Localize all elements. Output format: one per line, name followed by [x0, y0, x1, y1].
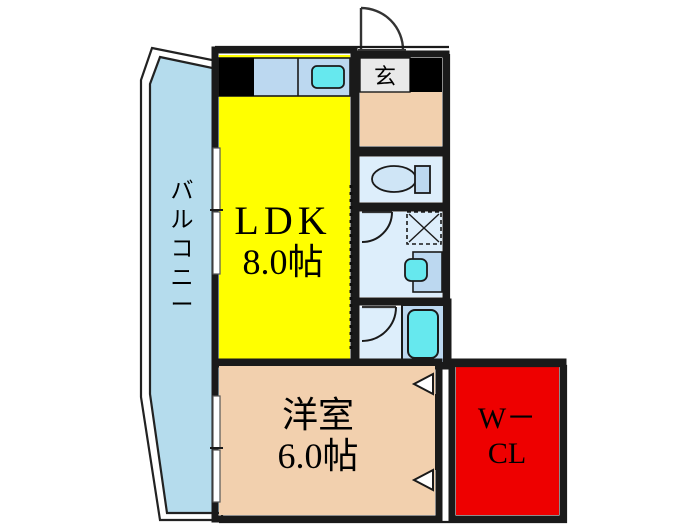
- entrance-label: 玄: [374, 64, 396, 89]
- ldk-window-lower: [212, 211, 221, 275]
- washroom-door-swing-arc: [361, 211, 393, 243]
- washing-machine-outline: [406, 211, 442, 245]
- ldk-floor: [219, 55, 350, 360]
- bedroom-floor: [219, 366, 435, 515]
- entrance-door-swing-arc: [360, 6, 405, 51]
- entrance-group: 玄: [352, 6, 450, 154]
- walk-in-closet-group: W－ CL: [448, 358, 567, 523]
- bathroom-door-swing-arc: [361, 306, 397, 342]
- ldk-window-upper: [212, 147, 221, 211]
- bathroom-group: [352, 298, 452, 370]
- outer-trim-right: [219, 54, 568, 524]
- kitchen-stove: [219, 58, 254, 96]
- closet-door-fold-upper: [411, 372, 434, 396]
- vanity-basin: [404, 258, 428, 282]
- ldk-label-line1: LDK: [234, 198, 331, 243]
- outer-structure: [215, 45, 568, 524]
- bedroom-window-upper: [212, 395, 221, 449]
- ldk-label-line2: 8.0帖: [242, 242, 323, 282]
- bedroom-window-lower: [212, 449, 221, 503]
- balcony-char-5: ー: [171, 292, 194, 317]
- bathtub: [407, 309, 439, 359]
- bedroom-label-line1: 洋室: [282, 395, 354, 435]
- closet-door-fold-lower: [411, 468, 434, 492]
- toilet-tank: [414, 165, 431, 194]
- balcony-group: バ ル コ ニ ー: [139, 46, 224, 522]
- balcony-char-3: コ: [171, 236, 194, 261]
- balcony-label: バ ル コ ニ ー: [171, 178, 194, 317]
- closet-label-line2: CL: [488, 437, 526, 470]
- toilet-group: [352, 149, 450, 210]
- entrance-shoe-box: [410, 58, 442, 92]
- walk-in-closet-floor: [456, 366, 559, 515]
- bedroom-group: 洋室 6.0帖: [210, 358, 443, 523]
- closet-label-line1: W－: [478, 402, 536, 435]
- balcony-char-1: バ: [171, 178, 194, 203]
- ldk-group: LDK 8.0帖: [210, 46, 358, 368]
- kitchen-sink: [311, 65, 345, 89]
- balcony-char-4: ニ: [171, 265, 194, 290]
- bedroom-label-line2: 6.0帖: [277, 436, 358, 476]
- walk-in-closet-wall-outline: [448, 358, 567, 523]
- toilet-bowl: [371, 165, 417, 193]
- washroom-group: [352, 204, 450, 305]
- entrance-tile-shoe-area: [359, 57, 411, 93]
- balcony-char-2: ル: [171, 207, 194, 232]
- washing-machine-x2: [408, 213, 440, 243]
- washing-machine-space: [406, 211, 442, 245]
